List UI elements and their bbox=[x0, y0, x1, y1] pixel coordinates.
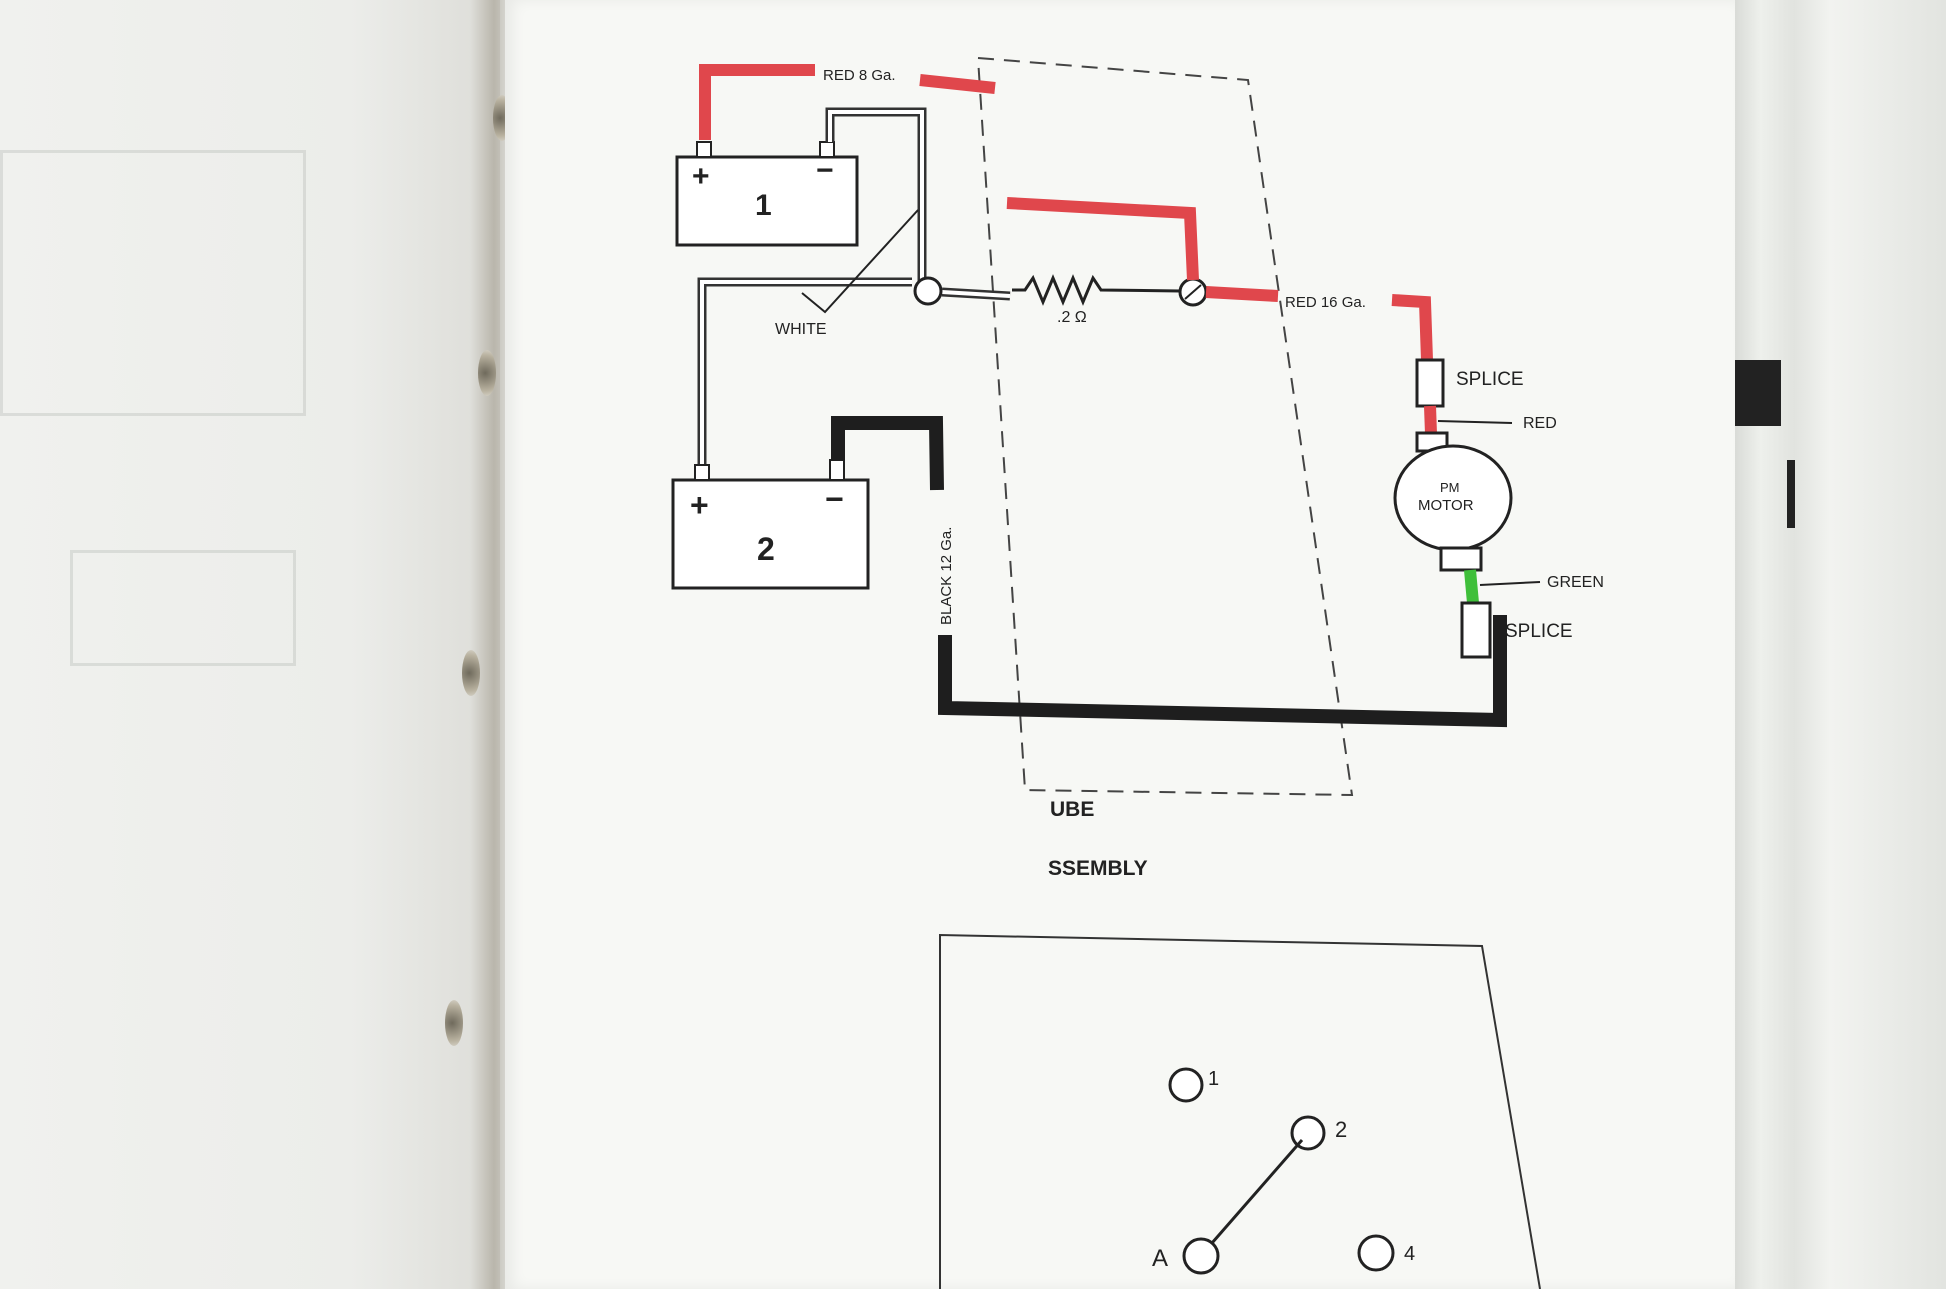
black-12ga-wire bbox=[831, 416, 944, 491]
green-motor-leader bbox=[1479, 581, 1541, 586]
switch-terminal-1 bbox=[1168, 1067, 1204, 1103]
resistor-value: .2 Ω bbox=[1057, 309, 1087, 326]
binder-hole-4 bbox=[445, 1000, 463, 1046]
red-motor-leader bbox=[1437, 420, 1513, 424]
red-16ga-wire-motor-run bbox=[1391, 294, 1433, 361]
index-tab-line bbox=[1787, 460, 1795, 528]
battery-2-minus-sign: − bbox=[825, 481, 844, 517]
switch-terminal-2-label: 2 bbox=[1335, 1117, 1347, 1142]
switch-terminal-a-label: A bbox=[1152, 1245, 1168, 1272]
switch-terminal-4 bbox=[1357, 1234, 1395, 1272]
splice-bottom-label: SPLICE bbox=[1505, 621, 1573, 642]
white-wire-battery1-negative-core bbox=[828, 110, 924, 290]
green-motor-wire bbox=[1464, 569, 1479, 604]
white-wire-to-resistor-core bbox=[941, 290, 1011, 298]
red-16ga-label: RED 16 Ga. bbox=[1285, 294, 1366, 311]
black-12ga-label: BLACK 12 Ga. bbox=[938, 527, 955, 625]
splice-top-label: SPLICE bbox=[1456, 369, 1524, 390]
binder-hole-3 bbox=[462, 650, 480, 696]
resistor-terminal-slot bbox=[1184, 284, 1202, 300]
ghost-box-top bbox=[0, 150, 306, 416]
white-wire-battery2-positive-core bbox=[700, 280, 912, 465]
red-motor-wire bbox=[1424, 405, 1437, 435]
motor-label-line2: MOTOR bbox=[1418, 497, 1474, 514]
battery-1-post-positive bbox=[696, 141, 712, 158]
battery-2-post-negative bbox=[829, 459, 845, 481]
caption-line-1: UBE bbox=[1050, 798, 1094, 821]
switch-lever bbox=[1210, 1139, 1304, 1244]
dashed-assembly-outline bbox=[976, 56, 1354, 797]
red-8ga-wire bbox=[699, 64, 815, 140]
battery-1-minus-sign: − bbox=[816, 154, 834, 187]
battery-2 bbox=[671, 478, 870, 590]
red-8ga-wire-end bbox=[919, 74, 996, 94]
motor-label-line1: PM bbox=[1440, 480, 1460, 495]
page-stack-edge bbox=[1735, 0, 1946, 1289]
index-tab-mark bbox=[1735, 360, 1781, 426]
binder-hole-2 bbox=[478, 350, 496, 396]
ghost-box-bottom bbox=[70, 550, 296, 666]
white-label: WHITE bbox=[775, 321, 827, 338]
battery-1-number: 1 bbox=[755, 189, 772, 222]
splice-top bbox=[1415, 358, 1445, 408]
red-16ga-wire bbox=[1205, 286, 1279, 302]
battery-1-plus-sign: + bbox=[692, 160, 710, 193]
splice-bottom bbox=[1460, 601, 1492, 659]
switch-terminal-1-label: 1 bbox=[1208, 1068, 1219, 1090]
white-wire-battery2-positive bbox=[697, 277, 912, 465]
switch-terminal-4-label: 4 bbox=[1404, 1243, 1415, 1265]
motor-bottom-cap bbox=[1439, 546, 1483, 572]
white-label-pointer bbox=[801, 209, 919, 314]
junction-terminal bbox=[913, 276, 943, 306]
switch-box bbox=[939, 933, 1541, 1289]
battery-2-post-positive bbox=[694, 464, 710, 481]
green-motor-label: GREEN bbox=[1547, 574, 1604, 591]
red-8ga-label: RED 8 Ga. bbox=[823, 67, 896, 84]
battery-2-plus-sign: + bbox=[690, 487, 709, 523]
caption-line-2: SSEMBLY bbox=[1048, 857, 1148, 880]
switch-terminal-a bbox=[1182, 1237, 1220, 1275]
black-12ga-wire-return bbox=[938, 615, 1507, 728]
battery-2-number: 2 bbox=[757, 531, 775, 567]
red-motor-label: RED bbox=[1523, 415, 1557, 432]
battery-1 bbox=[675, 155, 859, 247]
resistor-zigzag bbox=[1012, 274, 1181, 306]
left-page bbox=[0, 0, 500, 1289]
red-wire-resistor bbox=[1006, 197, 1199, 281]
